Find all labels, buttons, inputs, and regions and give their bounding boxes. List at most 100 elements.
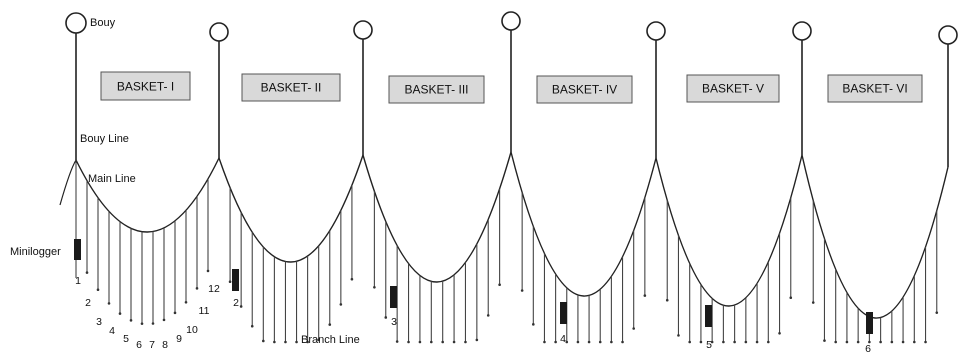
hook [610,340,613,344]
hook [834,340,837,344]
hook [96,288,100,292]
hook [228,280,232,284]
hook [195,287,199,290]
hook [823,339,826,342]
hook [811,301,815,304]
hook [520,289,524,292]
hook [710,340,714,344]
branch-number: 4 [109,325,115,337]
hook [890,340,894,344]
basket-label: BASKET- II [261,81,322,95]
hook [162,318,166,322]
logger-number: 6 [865,343,871,354]
hook [665,298,669,302]
hook [306,340,309,344]
branch-number: 6 [136,339,142,351]
hook [587,340,591,344]
main-line-segment-1 [75,157,220,233]
main-line-segment-4 [510,151,657,297]
branch-number: 10 [186,324,198,336]
buoy-2 [209,22,229,42]
hook [441,340,444,344]
basket-label: BASKET- III [404,83,468,97]
branch-number: 3 [96,316,102,328]
hook [475,338,479,342]
hook [173,311,177,315]
hook [384,316,388,319]
hook [85,271,89,274]
basket-label: BASKET- IV [552,83,617,97]
basket-box-1: BASKET- I [100,71,191,101]
hook [543,340,546,344]
basket-box-5: BASKET- V [686,74,780,103]
buoy-5 [646,21,666,41]
main-line-segment-3 [362,151,512,283]
hook [767,340,770,344]
basket-box-6: BASKET- VI [827,74,923,103]
buoy-label: Bouy [90,17,116,29]
hook [868,340,871,344]
hook [118,312,122,315]
branch-number: 5 [123,333,129,345]
hook [250,324,254,328]
branch-number: 2 [85,297,91,309]
hook [565,340,569,344]
main-line-label: Main Line [88,173,136,185]
hook [744,340,748,344]
hook [632,327,635,330]
minilogger-2 [232,269,239,291]
branch-number: 1 [75,275,81,287]
branch-number: 9 [176,333,182,345]
hook [407,340,410,344]
hook [350,277,354,281]
basket-box-4: BASKET- IV [536,75,633,104]
minilogger-label: Minilogger [10,246,61,258]
basket-label: BASKET- VI [842,82,907,96]
hook [395,340,399,343]
hook [418,340,422,344]
logger-number: 3 [391,316,397,328]
hook [879,340,882,344]
minilogger-1 [74,239,81,260]
hook [184,300,188,304]
hook [328,323,332,326]
hook [339,303,343,306]
hook [295,340,298,344]
minilogger-4 [560,302,567,324]
minilogger-6 [866,312,873,334]
branch-number: 11 [199,305,210,317]
hook [845,340,849,344]
basket-box-3: BASKET- III [388,75,485,104]
buoy-1 [65,12,87,34]
hook [317,338,320,342]
hook [107,302,111,305]
hook [913,340,916,344]
basket-label: BASKET- I [117,80,174,94]
hook [924,340,927,344]
hook [778,332,781,335]
hook [430,340,433,344]
lines-layer [59,30,949,344]
hook [262,339,265,343]
hook [373,285,376,289]
logger-number: 5 [706,339,712,351]
hook [486,314,490,317]
hook [129,319,133,322]
hook [733,340,736,344]
hook [755,340,759,344]
hook [643,294,647,297]
buoy-6 [792,21,812,41]
hook [621,340,624,344]
hook [789,296,793,299]
hook [498,283,501,287]
main-line-segment-5 [655,154,803,307]
hook [554,340,557,344]
minilogger-3 [390,286,397,308]
hook [722,340,725,344]
hook [284,340,287,344]
hook [935,311,939,314]
hook [452,340,456,344]
hook [677,334,680,337]
hook [151,322,155,325]
hook [699,340,703,344]
